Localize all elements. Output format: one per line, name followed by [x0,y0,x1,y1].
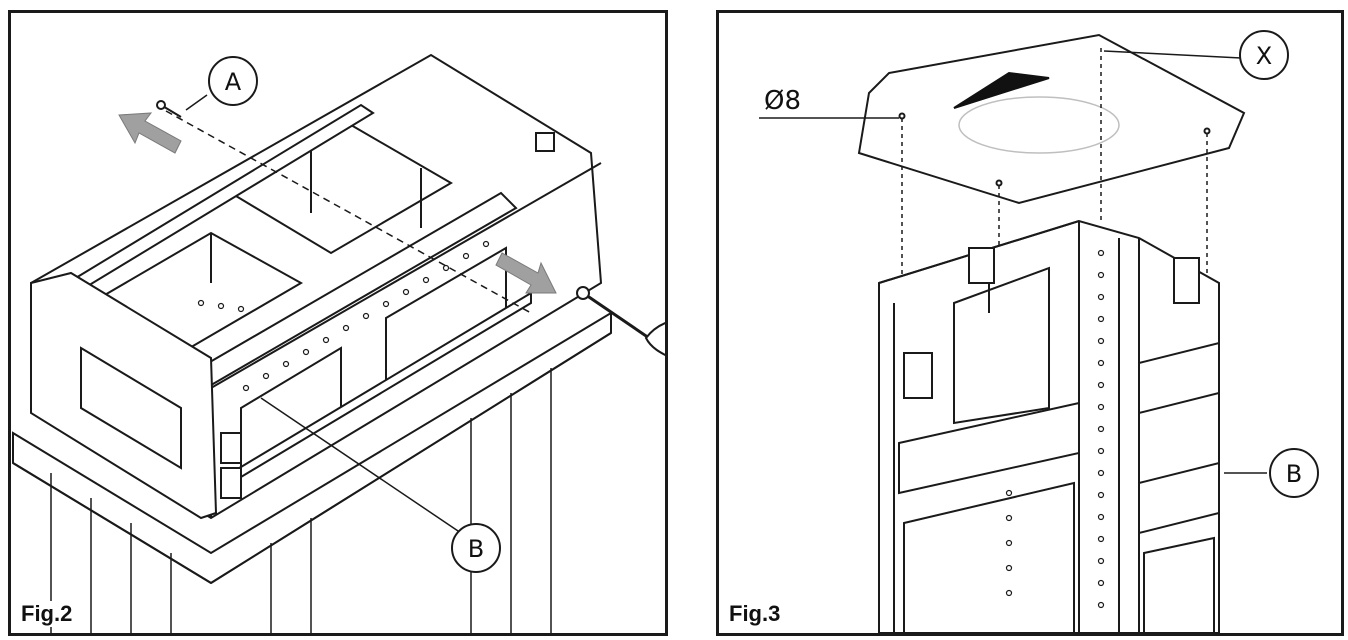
screw-icon [156,100,182,118]
figure-label: Fig.3 [727,601,783,627]
hole-row [1005,249,1105,609]
hand-icon [644,322,665,357]
arrow-in-icon [495,252,557,294]
callout-b: B [1269,448,1319,498]
figure-label: Fig.2 [19,601,75,627]
figure-3-illustration: Ø8 X B [759,30,1319,633]
hole-row [197,240,490,392]
figure-2-panel: A B Fig.2 [8,10,668,636]
callout-x-label: X [1256,42,1272,70]
cabinet-frame [30,53,603,520]
figure-3-panel: Ø8 X B Fig.3 [716,10,1344,636]
diameter-label: Ø8 [764,86,801,116]
top-plate [857,33,1246,205]
callout-b-label: B [468,535,484,563]
figure-2-illustration: A B [12,53,665,633]
arrow-out-icon [118,112,182,154]
callout-a: A [208,56,258,106]
cabinet-frame [878,219,1220,633]
callout-x: X [1239,30,1289,80]
callout-b: B [451,523,501,573]
direction-arrow-icon [953,71,1050,109]
callout-a-label: A [225,68,242,96]
screw-path-line [165,110,532,314]
table-stand [12,311,612,633]
callout-b-label: B [1286,460,1302,488]
